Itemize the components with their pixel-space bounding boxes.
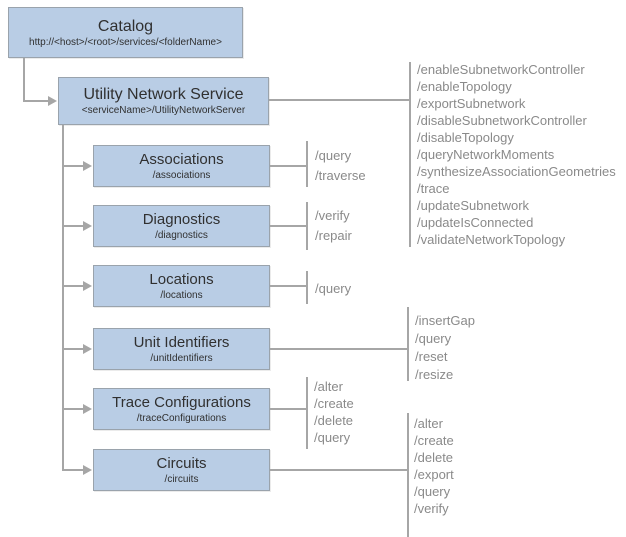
catalog-title: Catalog [97,17,154,35]
op-item: /export [414,467,454,482]
unit-identifiers-path: /unitIdentifiers [150,352,213,364]
op-item: /verify [315,208,350,223]
op-item: /reset [415,349,448,364]
arrow-right-icon [83,465,92,475]
op-item: /synthesizeAssociationGeometries [417,164,616,179]
op-item: /create [414,433,454,448]
op-item: /updateIsConnected [417,215,534,230]
ops-bracket-line [306,141,308,187]
op-item: /delete [314,413,354,428]
unit-identifiers-title: Unit Identifiers [133,333,230,351]
connector-line [269,99,410,101]
op-item: /disableSubnetworkController [417,113,587,128]
op-item: /repair [315,228,352,243]
node-service-box: Utility Network Service <serviceName>/Ut… [58,77,269,125]
op-item: /create [314,396,354,411]
connector-line [62,285,84,287]
node-catalog-box: Catalog http://<host>/<root>/services/<f… [8,7,243,58]
associations-title: Associations [139,150,224,168]
op-item: /delete [414,450,454,465]
connector-line [62,125,64,471]
ops-bracket-line [409,62,411,247]
circuits-title: Circuits [156,454,207,472]
catalog-url: http://<host>/<root>/services/<folderNam… [29,36,222,48]
locations-title: Locations [149,270,214,288]
connector-line [270,285,307,287]
service-ops-list: /enableSubnetworkController/enableTopolo… [417,61,616,248]
node-locations-box: Locations /locations [93,265,270,307]
connector-line [270,165,307,167]
op-item: /alter [314,379,343,394]
arrow-right-icon [83,404,92,414]
associations-ops-list: /query/traverse [315,146,366,186]
node-diagnostics-box: Diagnostics /diagnostics [93,205,270,247]
op-item: /insertGap [415,313,475,328]
op-item: /enableTopology [417,79,512,94]
op-item: /resize [415,367,454,382]
op-item: /disableTopology [417,130,514,145]
associations-path: /associations [152,169,211,181]
op-item: /enableSubnetworkController [417,62,585,77]
arrow-right-icon [83,161,92,171]
node-unit-identifiers-box: Unit Identifiers /unitIdentifiers [93,328,270,370]
op-item: /updateSubnetwork [417,198,530,213]
op-item: /query [315,148,352,163]
connector-line [270,348,408,350]
ops-bracket-line [306,271,308,304]
op-item: /validateNetworkTopology [417,232,566,247]
diagnostics-path: /diagnostics [155,229,208,241]
op-item: /query [415,331,452,346]
diagnostics-title: Diagnostics [142,210,221,228]
circuits-ops-list: /alter/create/delete/export/query/verify [414,415,454,517]
op-item: /traverse [315,168,366,183]
op-item: /verify [414,501,449,516]
connector-line [23,58,25,102]
circuits-path: /circuits [164,473,199,485]
node-associations-box: Associations /associations [93,145,270,187]
diagnostics-ops-list: /verify/repair [315,206,352,246]
locations-ops-list: /query [315,279,351,299]
op-item: /query [315,281,352,296]
op-item: /query [414,484,451,499]
arrow-right-icon [83,344,92,354]
trace-configurations-path: /traceConfigurations [136,412,227,424]
op-item: /exportSubnetwork [417,96,526,111]
arrow-right-icon [83,281,92,291]
connector-line [62,225,84,227]
ops-bracket-line [306,377,308,449]
connector-line [270,469,408,471]
op-item: /trace [417,181,450,196]
connector-line [270,225,307,227]
node-trace-configurations-box: Trace Configurations /traceConfiguration… [93,388,270,430]
connector-line [23,100,49,102]
arrow-right-icon [83,221,92,231]
connector-line [62,348,84,350]
arrow-right-icon [48,96,57,106]
service-path: <serviceName>/UtilityNetworkServer [81,105,246,116]
connector-line [270,408,307,410]
ops-bracket-line [306,202,308,250]
locations-path: /locations [160,289,203,301]
op-item: /queryNetworkMoments [417,147,555,162]
op-item: /query [314,430,351,445]
trace-configurations-ops-list: /alter/create/delete/query [314,378,354,446]
trace-configurations-title: Trace Configurations [112,393,251,411]
connector-line [62,408,84,410]
connector-line [62,165,84,167]
unit-identifiers-ops-list: /insertGap/query/reset/resize [415,312,475,384]
ops-bracket-line [407,413,409,537]
op-item: /alter [414,416,443,431]
connector-line [62,469,84,471]
node-circuits-box: Circuits /circuits [93,449,270,491]
ops-bracket-line [407,307,409,381]
service-title: Utility Network Service [83,86,244,103]
